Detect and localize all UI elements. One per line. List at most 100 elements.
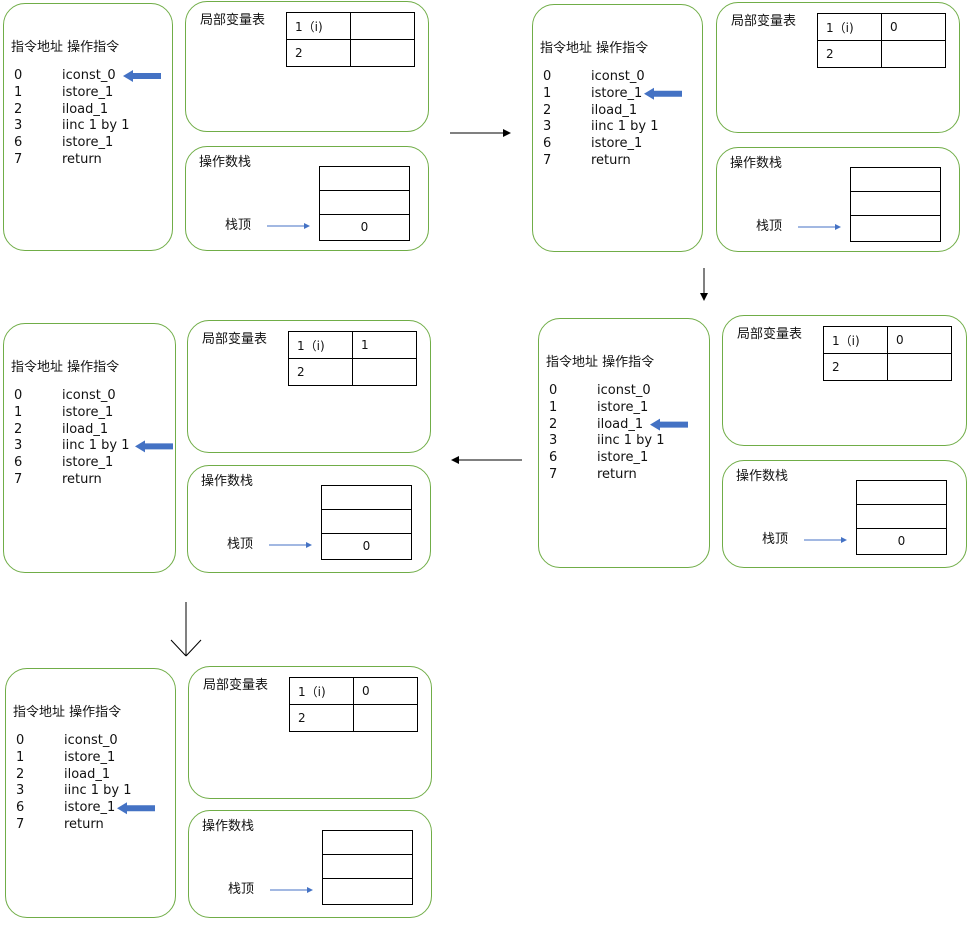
- instruction-address: 7: [543, 153, 552, 168]
- operand-stack-panel: [722, 460, 967, 568]
- operand-stack: 0: [856, 480, 947, 555]
- instruction-opcode: iinc 1 by 1: [62, 118, 130, 134]
- instruction-opcode: return: [62, 472, 102, 487]
- instruction-opcode: iload_1: [591, 102, 638, 118]
- operand-stack-panel: [188, 810, 432, 918]
- instruction-opcode: istore_1: [591, 85, 643, 101]
- stack-slot: [322, 486, 411, 510]
- instruction-panel: [3, 3, 173, 251]
- operand-stack-panel: [187, 465, 431, 573]
- local-variable-row: 2: [286, 39, 415, 67]
- instruction-opcode: iload_1: [62, 421, 109, 437]
- operand-stack-title: 操作数栈: [730, 156, 783, 171]
- stack-top-slot: 0: [897, 534, 906, 548]
- local-slot-value: [350, 12, 415, 40]
- instruction-address: 7: [14, 472, 23, 487]
- instruction-opcode: iinc 1 by 1: [597, 433, 665, 449]
- instruction-opcode: iload_1: [64, 766, 111, 782]
- instruction-panel: [5, 668, 176, 918]
- instruction-opcode: istore_1: [64, 749, 116, 765]
- instruction-address: 3: [549, 433, 558, 449]
- instruction-address: 1: [549, 399, 558, 415]
- instruction-address: 7: [549, 467, 558, 482]
- instruction-address: 0: [549, 383, 558, 398]
- stack-top-slot: 0: [362, 539, 371, 553]
- instruction-address: 1: [14, 84, 23, 100]
- stack-top-slot: 0: [360, 220, 369, 234]
- instruction-opcode: istore_1: [591, 136, 643, 152]
- instruction-address: 0: [14, 388, 23, 403]
- instruction-header: 指令地址 操作指令: [546, 355, 655, 370]
- instruction-opcode: istore_1: [62, 455, 114, 471]
- local-slot-index: 2: [289, 704, 354, 732]
- stack-top-label: 栈顶: [227, 537, 254, 552]
- local-variable-row: 2: [823, 353, 952, 381]
- operand-stack-title: 操作数栈: [199, 155, 252, 170]
- local-slot-value: 0: [353, 677, 418, 705]
- local-variable-row: 1（i)0: [289, 677, 418, 705]
- instruction-opcode: iload_1: [62, 101, 109, 117]
- instruction-opcode: return: [62, 152, 102, 167]
- local-variables-title: 局部变量表: [202, 332, 268, 347]
- instruction-address: 2: [16, 766, 25, 782]
- instruction-opcode: iconst_0: [591, 69, 645, 84]
- instruction-opcode: iconst_0: [62, 388, 116, 403]
- instruction-opcode: istore_1: [597, 450, 649, 466]
- local-variable-row: 2: [817, 40, 946, 68]
- current-instruction-pointer-arrow: [135, 440, 173, 453]
- current-instruction-pointer-arrow: [117, 802, 155, 815]
- operand-stack: 0: [321, 485, 412, 560]
- instruction-opcode: iconst_0: [597, 383, 651, 398]
- instruction-address: 0: [14, 68, 23, 83]
- stack-slot: [320, 167, 409, 191]
- local-slot-index: 2: [286, 39, 351, 67]
- instruction-address: 1: [14, 404, 23, 420]
- instruction-address: 2: [543, 102, 552, 118]
- instruction-opcode: istore_1: [62, 135, 114, 151]
- local-variables-title: 局部变量表: [203, 678, 269, 693]
- local-variable-row: 1（i)1: [288, 331, 417, 359]
- flow-arrow-down-2-head-left: [170, 639, 187, 657]
- operand-stack-panel: [185, 146, 429, 251]
- local-slot-value: [887, 353, 952, 381]
- instruction-header: 指令地址 操作指令: [11, 40, 120, 55]
- stack-top-label: 栈顶: [225, 218, 252, 233]
- instruction-address: 6: [14, 135, 23, 151]
- instruction-opcode: iconst_0: [64, 733, 118, 748]
- instruction-address: 7: [16, 817, 25, 832]
- local-slot-index: 1（i): [289, 677, 354, 705]
- local-variables-title: 局部变量表: [731, 14, 797, 29]
- stack-slot: [323, 855, 412, 879]
- stack-slot: [320, 191, 409, 215]
- stack-top-label: 栈顶: [762, 532, 789, 547]
- instruction-panel: [532, 4, 703, 252]
- instruction-address: 3: [16, 783, 25, 799]
- operand-stack-title: 操作数栈: [202, 819, 255, 834]
- operand-stack: [850, 167, 941, 242]
- instruction-opcode: iinc 1 by 1: [591, 119, 659, 135]
- instruction-address: 1: [16, 749, 25, 765]
- local-slot-value: [881, 40, 946, 68]
- instruction-address: 3: [543, 119, 552, 135]
- local-slot-index: 2: [288, 358, 353, 386]
- stack-slot: [322, 510, 411, 534]
- instruction-header: 指令地址 操作指令: [540, 41, 649, 56]
- stack-slot: [851, 168, 940, 192]
- local-variable-row: 2: [289, 704, 418, 732]
- stack-slot: [857, 481, 946, 505]
- local-slot-index: 1（i): [817, 13, 882, 41]
- current-instruction-pointer-arrow: [123, 70, 161, 82]
- instruction-opcode: return: [591, 153, 631, 168]
- instruction-address: 6: [549, 450, 558, 466]
- local-variables-title: 局部变量表: [737, 327, 803, 342]
- instruction-opcode: return: [597, 467, 637, 482]
- stack-top-label: 栈顶: [228, 882, 255, 897]
- current-instruction-pointer-arrow: [644, 87, 682, 100]
- local-slot-index: 2: [817, 40, 882, 68]
- instruction-address: 3: [14, 438, 23, 454]
- instruction-header: 指令地址 操作指令: [13, 705, 122, 720]
- instruction-panel: [538, 318, 710, 568]
- local-variable-row: 2: [288, 358, 417, 386]
- instruction-opcode: iinc 1 by 1: [64, 783, 132, 799]
